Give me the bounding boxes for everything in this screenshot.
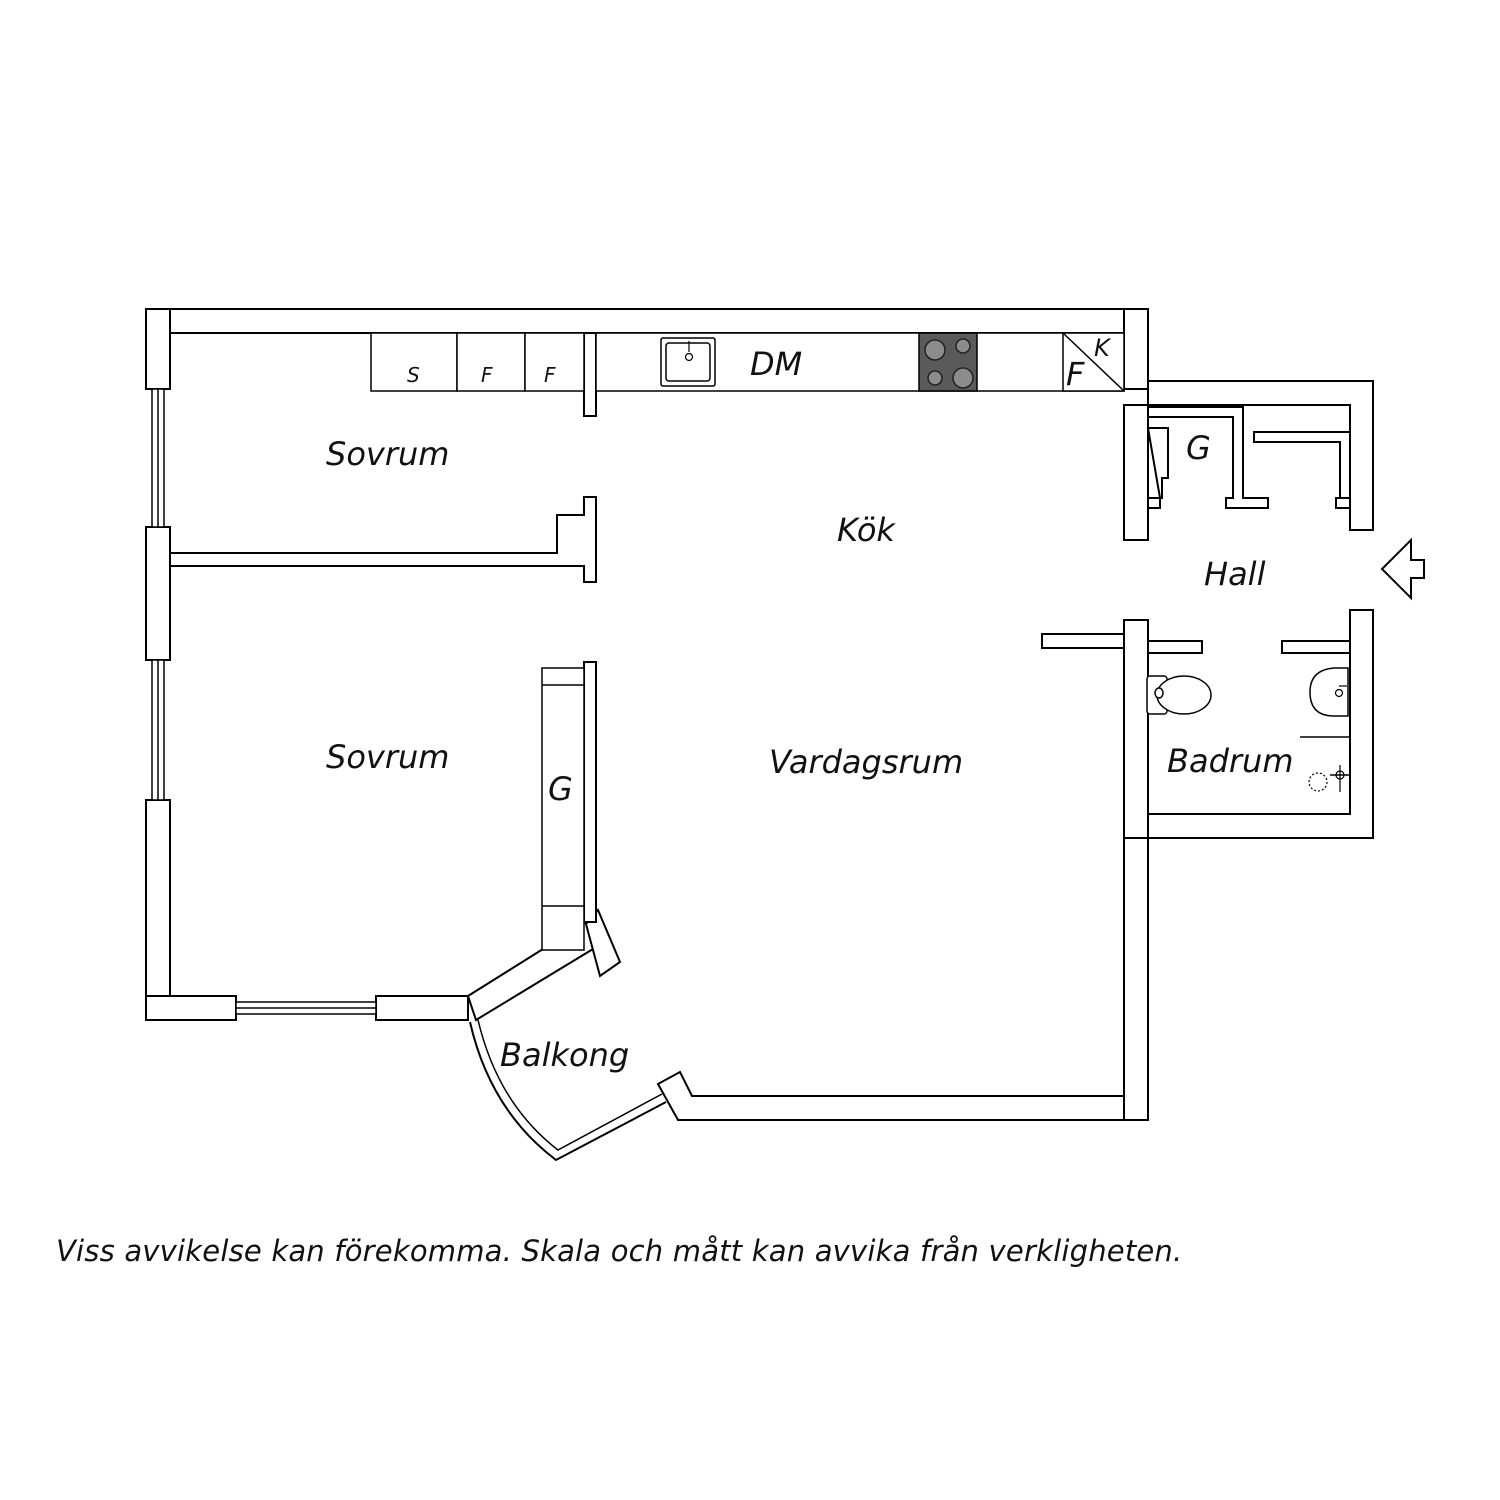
stove-icon <box>918 332 978 392</box>
wall-right-kitchen <box>1123 308 1149 390</box>
label-balcony: Balkong <box>500 1036 629 1074</box>
wall-left-lower <box>145 799 171 1021</box>
bathroom-fixtures <box>1146 667 1350 792</box>
label-bedroom-bottom: Sovrum <box>326 738 449 776</box>
label-living-room: Vardagsrum <box>769 743 963 781</box>
wall-top <box>145 308 1149 334</box>
wall-bedroom-divider <box>169 496 597 583</box>
label-kitchen: Kök <box>837 511 896 549</box>
balcony-rail-outer <box>469 1021 667 1162</box>
label-hall: Hall <box>1204 555 1266 593</box>
entrance-arrow-icon <box>1380 537 1425 601</box>
fridge-diagonal <box>1062 332 1125 392</box>
label-closet-hall: G <box>1186 429 1211 467</box>
wall-bath-top-right <box>1281 640 1351 654</box>
bedroom-closet: G <box>541 667 585 951</box>
balcony <box>469 1019 667 1162</box>
wardrobe-f2 <box>524 332 585 392</box>
label-bathroom: Badrum <box>1167 742 1293 780</box>
wall-bottom-mid <box>375 995 469 1021</box>
kitchen-counter: DM F K <box>595 332 1125 393</box>
wall-hall-closet <box>1123 404 1149 541</box>
label-fridge: K <box>1094 334 1112 362</box>
wardrobe-f1 <box>456 332 526 392</box>
wall-left-mid <box>145 526 171 661</box>
wardrobe-s <box>370 332 458 392</box>
outer-walls <box>145 308 1149 1121</box>
shower-icon <box>1308 765 1350 792</box>
wall-closet-g <box>1147 406 1269 509</box>
hall-walls <box>1041 380 1374 839</box>
windows <box>151 388 377 1015</box>
washbasin-icon <box>1309 667 1349 717</box>
wall-closet-right <box>1253 431 1351 509</box>
toilet-icon <box>1146 675 1212 715</box>
disclaimer-text: Viss avvikelse kan förekomma. Skala och … <box>56 1234 1183 1268</box>
wall-bath-top-left <box>1147 640 1203 654</box>
wall-living-stub <box>1041 633 1125 649</box>
wall-bottom-right <box>656 1070 1125 1121</box>
closet-g-bedroom <box>541 667 585 951</box>
wall-bottom-left <box>145 995 237 1021</box>
label-freezer: F <box>1066 355 1085 393</box>
label-wardrobe-f2: F <box>544 363 556 387</box>
label-dishwasher: DM <box>750 345 802 383</box>
wall-stub-top <box>583 332 597 417</box>
wall-left-upper <box>145 308 171 390</box>
wall-bedroom2-right <box>583 661 597 923</box>
label-wardrobe-s: S <box>407 363 420 387</box>
sink-icon <box>660 337 716 387</box>
wall-closet-left-notch <box>1146 427 1169 509</box>
label-closet-bedroom: G <box>548 770 573 808</box>
label-bedroom-top: Sovrum <box>326 435 449 473</box>
label-wardrobe-f1: F <box>481 363 493 387</box>
balcony-rail-inner <box>477 1019 663 1151</box>
wall-bath-left-top <box>1123 619 1149 839</box>
wardrobes-top: S F F <box>370 332 585 392</box>
room-labels: Sovrum Sovrum Kök Vardagsrum Hall Badrum… <box>326 429 1293 1074</box>
interior-walls <box>169 332 597 923</box>
